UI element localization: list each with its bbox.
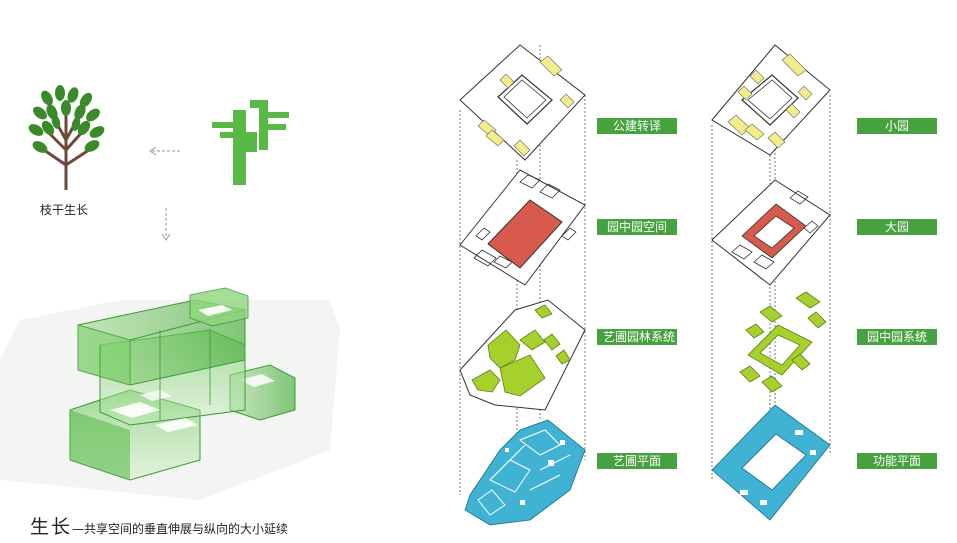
abstract-tree-icon [212,100,289,185]
arrow-down-icon [161,208,171,241]
right-label-2: 大园 [857,219,937,235]
middle-label-3: 艺圃园林系统 [597,329,677,345]
bottom-caption: 生长—共享空间的垂直伸展与纵向的大小延续 [30,512,288,539]
caption-sub: —共享空间的垂直伸展与纵向的大小延续 [72,522,289,536]
middle-label-1: 公建转译 [597,118,677,134]
caption-main: 生长 [30,516,73,538]
arrow-left-icon [149,146,180,156]
tree-icon [28,85,105,190]
middle-label-2: 园中园空间 [597,219,677,235]
right-label-4: 功能平面 [857,453,937,469]
right-label-3: 园中园系统 [857,329,937,345]
right-exploded-stack [711,44,831,521]
green-glass-massing [0,287,340,500]
middle-label-4: 艺圃平面 [597,453,677,469]
tree-caption: 枝干生长 [40,203,89,217]
middle-exploded-stack [459,44,586,526]
right-label-1: 小园 [857,118,937,134]
